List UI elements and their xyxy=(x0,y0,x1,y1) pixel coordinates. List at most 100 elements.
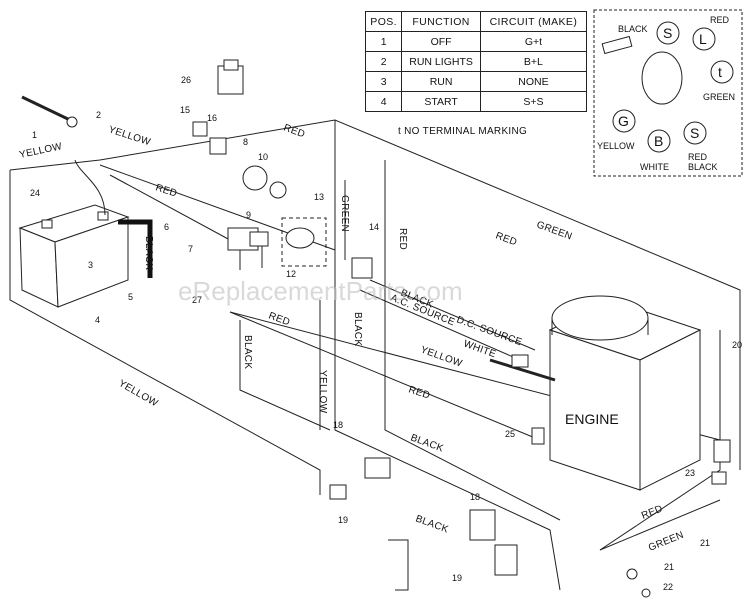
switch-label-red: RED xyxy=(710,15,730,25)
switch-label-black: BLACK xyxy=(618,24,648,34)
switch-body xyxy=(641,51,683,105)
part-number-13: 13 xyxy=(314,192,324,202)
switch-label-yellow: YELLOW xyxy=(597,141,635,151)
wire-label-yellow-2: YELLOW xyxy=(18,141,63,161)
switch-label-white: WHITE xyxy=(640,162,669,172)
part-number-24: 24 xyxy=(30,188,40,198)
part-number-25: 25 xyxy=(505,429,515,439)
part-number-22: 22 xyxy=(663,582,673,592)
watermark: eReplacementParts.com xyxy=(178,276,463,306)
part-number-9: 9 xyxy=(246,210,251,220)
switch-label-green: GREEN xyxy=(703,92,735,102)
part-number-4: 4 xyxy=(95,315,100,325)
part-number-10: 10 xyxy=(258,152,268,162)
part-16 xyxy=(209,137,227,155)
wire-label-red-1: RED xyxy=(154,182,178,199)
part-number-20: 20 xyxy=(732,340,742,350)
terminal-label-s-bottom: S xyxy=(690,125,699,141)
part-number-1: 1 xyxy=(32,130,37,140)
table-cell: START xyxy=(401,91,481,112)
circuit-table: POS. FUNCTION CIRCUIT (MAKE) 1 OFF G+t 2… xyxy=(364,11,588,112)
table-cell: NONE xyxy=(479,71,588,92)
part-number-15: 15 xyxy=(180,105,190,115)
part-25 xyxy=(531,427,545,445)
bracket-bottom xyxy=(388,539,409,591)
harness-black-1 xyxy=(229,311,541,441)
terminal-S-bottom xyxy=(683,121,707,145)
table-header-pos: POS. xyxy=(364,11,403,32)
right-harness xyxy=(599,330,721,551)
wire-label-red-5: RED xyxy=(267,310,291,328)
bottom-right-harness xyxy=(599,499,721,551)
table-cell: G+t xyxy=(479,31,588,52)
part-number-8: 8 xyxy=(243,137,248,147)
terminal-label-s-top: S xyxy=(663,25,672,41)
part-8 xyxy=(242,165,268,191)
engine-connector-wire xyxy=(489,358,556,382)
wire-label-black-3: BLACK xyxy=(352,312,363,346)
table-cell: 2 xyxy=(364,51,403,72)
part-13-box xyxy=(281,217,327,267)
wire-label-red-6: RED xyxy=(407,384,431,401)
terminal-S-top xyxy=(656,21,680,45)
part-number-12: 12 xyxy=(286,269,296,279)
key-part-1 xyxy=(21,95,71,122)
wire-label-black-2: BLACK xyxy=(242,335,253,369)
battery-negative-cable xyxy=(118,219,153,278)
table-row: 4 START S+S xyxy=(364,91,588,112)
terminal-L xyxy=(692,27,716,51)
wire-label-green-1: GREEN xyxy=(535,219,574,242)
terminal-t xyxy=(710,60,734,84)
switch-label-red-black-2: BLACK xyxy=(688,162,718,172)
part-12 xyxy=(285,227,315,249)
wire-label-yellow-4: YELLOW xyxy=(317,370,328,414)
table-header-circuit: CIRCUIT (MAKE) xyxy=(479,11,588,32)
wire-label-yellow-5: YELLOW xyxy=(419,344,464,369)
part-number-18a: 18 xyxy=(333,420,343,430)
switch-19b xyxy=(469,509,496,541)
table-cell: RUN xyxy=(401,71,481,92)
terminal-label-t: t xyxy=(718,64,722,80)
key-switch-26 xyxy=(217,59,244,95)
solenoid-cluster xyxy=(227,227,269,270)
part-10 xyxy=(269,181,287,199)
part-number-18b: 18 xyxy=(470,492,480,502)
wire-label-yellow-3: YELLOW xyxy=(117,378,160,409)
ac-source-wire xyxy=(359,289,521,361)
part-number-27: 27 xyxy=(192,295,202,305)
table-cell: RUN LIGHTS xyxy=(401,51,481,72)
terminal-B xyxy=(647,129,671,153)
table-note: t NO TERMINAL MARKING xyxy=(398,126,528,137)
wire-label-red-4: RED xyxy=(494,230,518,248)
connector-14 xyxy=(351,257,373,279)
harness-frame-left xyxy=(9,170,321,495)
wire-label-green-3: GREEN xyxy=(647,530,685,554)
part-number-23: 23 xyxy=(685,468,695,478)
wire-label-red-3: RED xyxy=(397,228,408,250)
switch-19a xyxy=(364,457,391,479)
part-number-6: 6 xyxy=(164,222,169,232)
switch-label-red-black-1: RED xyxy=(688,152,708,162)
engine-label: ENGINE xyxy=(565,411,619,427)
engine xyxy=(548,295,702,491)
wire-label-green-2: GREEN xyxy=(339,195,350,232)
wire-label-yellow-1: YELLOW xyxy=(107,124,152,148)
part-number-19b: 19 xyxy=(452,573,462,583)
table-row: 3 RUN NONE xyxy=(364,71,588,92)
wire-label-white: WHITE xyxy=(462,338,497,360)
part-number-14: 14 xyxy=(369,222,379,232)
terminal-label-g: G xyxy=(618,113,629,129)
part-number-5: 5 xyxy=(128,292,133,302)
table-header-function: FUNCTION xyxy=(401,11,481,32)
table-cell: 1 xyxy=(364,31,403,52)
table-row: 1 OFF G+t xyxy=(364,31,588,52)
connector-20 xyxy=(713,439,731,463)
part-number-19a: 19 xyxy=(338,515,348,525)
part-number-7: 7 xyxy=(188,244,193,254)
battery-positive-cable xyxy=(74,159,106,216)
part-number-2: 2 xyxy=(96,110,101,120)
table-row: 2 RUN LIGHTS B+L xyxy=(364,51,588,72)
terminal-label-b: B xyxy=(654,133,663,149)
